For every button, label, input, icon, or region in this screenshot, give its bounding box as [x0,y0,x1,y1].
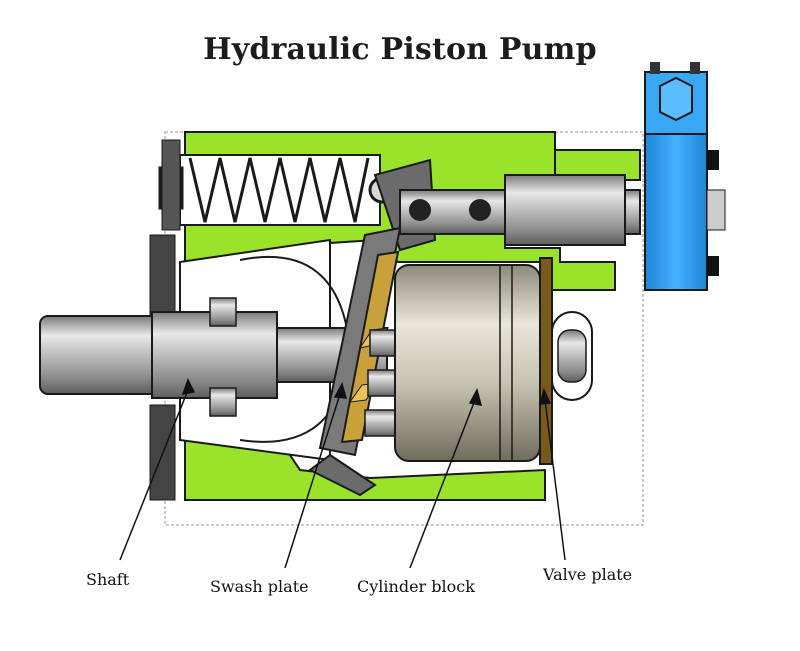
valve-plate-arrowhead [538,387,552,405]
shaft-leader [119,389,189,561]
valve-plate-leader [544,399,566,561]
swash-plate-arrowhead [333,382,348,399]
shaft-arrowhead [181,378,196,395]
label-valve-plate: Valve plate [543,565,633,584]
control-piston [373,158,641,252]
leader-lines [119,378,566,569]
label-shaft: Shaft [86,570,130,589]
valve-plate [539,257,593,465]
swash-plate-leader [284,393,341,569]
cylinder-block-arrowhead [468,387,483,406]
return-spring [158,154,396,226]
diagram-title: Hydraulic Piston Pump [203,32,597,67]
label-cylinder-block: Cylinder block [357,577,475,596]
cylinder-block-leader [409,399,476,569]
control-valve-body [644,62,726,291]
cylinder-block [394,264,541,462]
label-swash-plate: Swash plate [210,577,309,596]
